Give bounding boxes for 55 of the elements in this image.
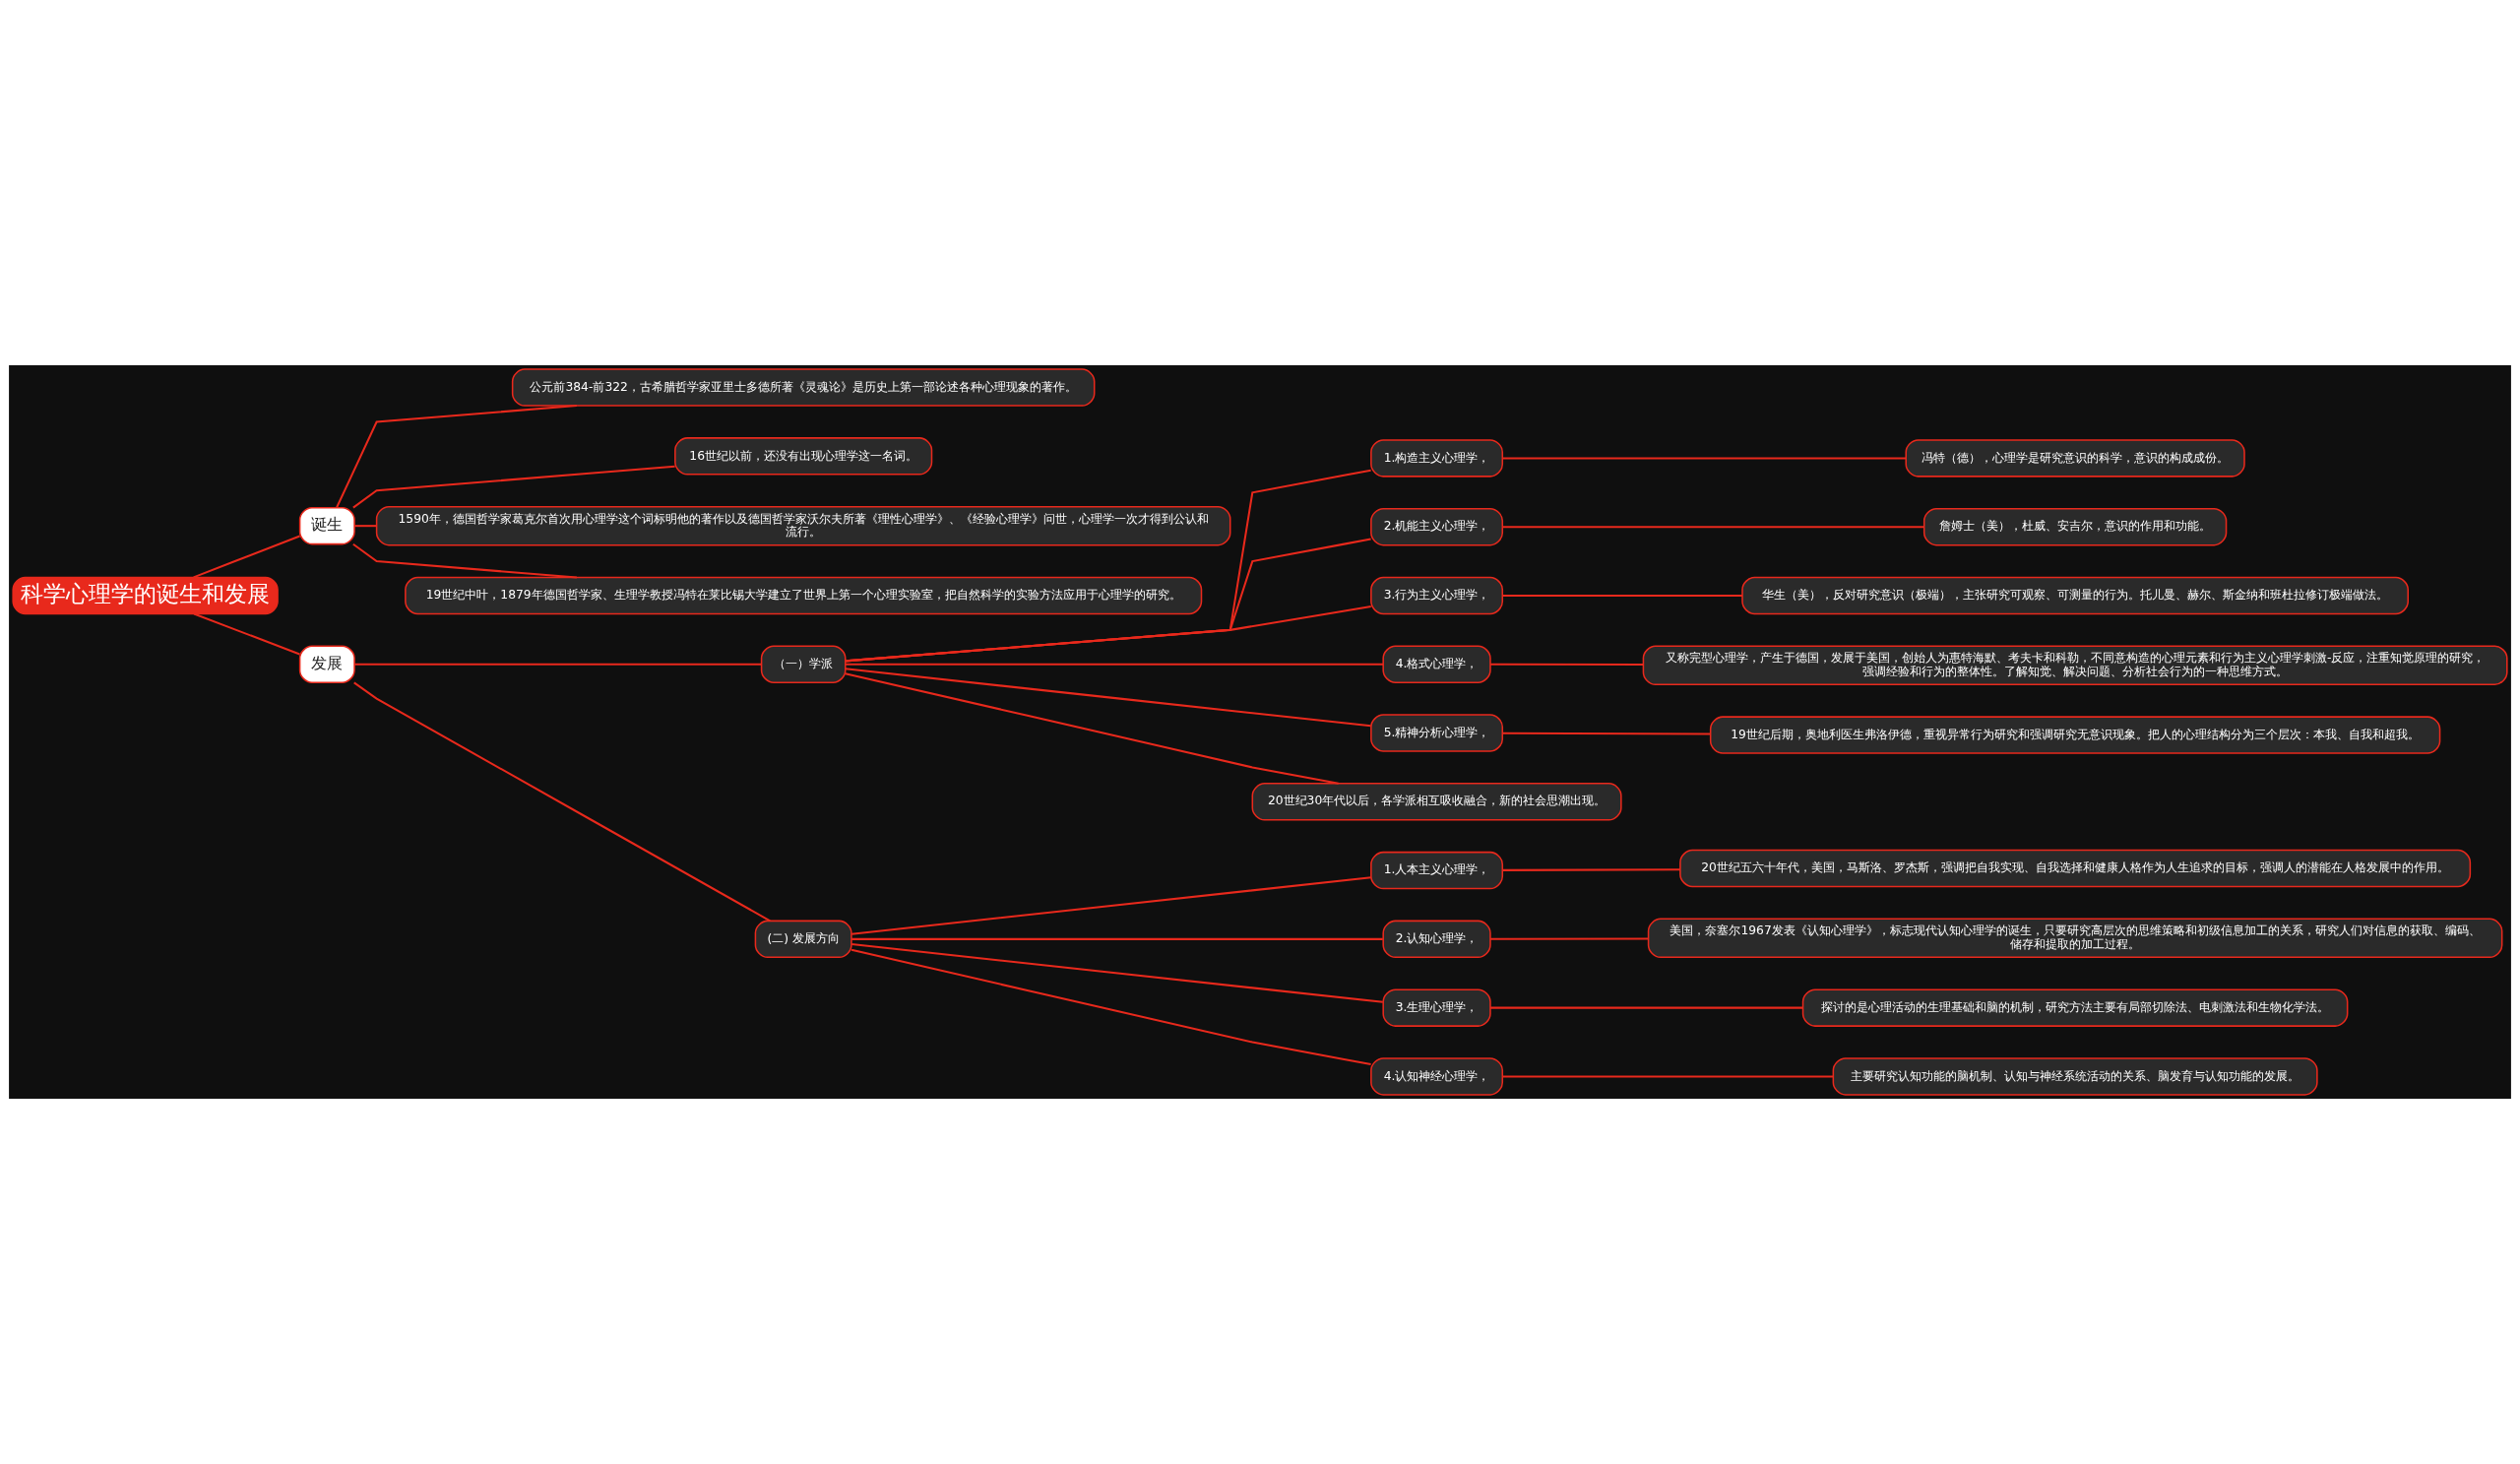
connector — [1502, 868, 1680, 871]
connector — [1490, 663, 1644, 667]
connector — [352, 465, 675, 509]
node-box: 又称完型心理学，产生于德国，发展于美国，创始人为惠特海默、考夫卡和科勒，不同意构造的心理元素和行为主义心理学刺激-反应，注重知觉原理的研究，强调经验和行为的整体性。了解知觉、解决问题、分析社会行为的一种思维方式。 — [1642, 645, 2508, 686]
connector — [851, 943, 1383, 1003]
node-box: 3.生理心理学， — [1382, 988, 1491, 1027]
connector — [851, 937, 1383, 940]
node-box: 1.人本主义心理学， — [1370, 851, 1504, 890]
node-box: 华生（美），反对研究意识（极端），主张研究可观察、可测量的行为。托儿曼、赫尔、斯金纳和班杜拉修订极端做法。 — [1741, 576, 2409, 615]
connector — [1502, 526, 1924, 529]
node-box: 19世纪后期，奥地利医生弗洛伊德，重视异常行为研究和强调研究无意识现象。把人的心理结构分为三个层次：本我、自我和超我。 — [1709, 716, 2441, 754]
connector — [845, 605, 1371, 663]
connector — [845, 538, 1371, 663]
node-box: 诞生 — [298, 506, 355, 545]
node-box: 1590年，德国哲学家葛克尔首次用心理学这个词标明他的著作以及德国哲学家沃尔夫所著《理性心理学》、《经验心理学》问世，心理学一次才得到公认和流行。 — [375, 505, 1231, 546]
connector — [1502, 457, 1907, 460]
node-box: 1.构造主义心理学， — [1370, 439, 1504, 477]
connector — [336, 405, 577, 508]
node-box: 20世纪30年代以后，各学派相互吸收融合，新的社会思潮出现。 — [1251, 783, 1622, 821]
connector — [193, 535, 300, 579]
connector — [845, 663, 1384, 666]
node-box: 探讨的是心理活动的生理基础和脑的机制，研究方法主要有局部切除法、电刺激法和生物化学法。 — [1801, 988, 2349, 1027]
node-box: （一）学派 — [760, 645, 847, 683]
connector — [851, 876, 1371, 935]
node-box: 公元前384-前322，古希腊哲学家亚里士多德所著《灵魂论》是历史上第一部论述各种心理现象的著作。 — [511, 368, 1096, 407]
node-box: 2.认知心理学， — [1382, 920, 1491, 959]
connector — [850, 948, 1371, 1066]
connector — [845, 469, 1371, 663]
connector — [193, 612, 300, 656]
connector — [353, 681, 771, 923]
connector — [1502, 1075, 1834, 1078]
node-box: 詹姆士（美），杜威、安吉尔，意识的作用和功能。 — [1922, 507, 2228, 546]
node-box: 3.行为主义心理学， — [1370, 576, 1504, 615]
node-box: (二) 发展方向 — [754, 920, 852, 959]
node-box: 4.格式心理学， — [1382, 645, 1491, 683]
node-box: 2.机能主义心理学， — [1370, 507, 1504, 546]
node-box: 5.精神分析心理学， — [1370, 714, 1504, 752]
connector — [1490, 1006, 1803, 1009]
connector — [1502, 732, 1711, 735]
node-box: 16世纪以前，还没有出现心理学这一名词。 — [674, 437, 933, 476]
connector — [1490, 937, 1649, 940]
connector — [354, 663, 762, 666]
node-box: 科学心理学的诞生和发展 — [12, 576, 279, 615]
node-box: 冯特（德），心理学是研究意识的科学，意识的构成成份。 — [1905, 439, 2245, 477]
connector — [845, 668, 1371, 728]
node-box: 主要研究认知功能的脑机制、认知与神经系统活动的关系、脑发育与认知功能的发展。 — [1832, 1057, 2318, 1096]
node-box: 4.认知神经心理学， — [1370, 1057, 1504, 1096]
node-box: 发展 — [298, 645, 355, 683]
connector — [1502, 594, 1742, 597]
node-box: 美国，奈塞尔1967发表《认知心理学》，标志现代认知心理学的诞生，只要研究高层次的思维策略和初级信息加工的关系，研究人们对信息的获取、编码、储存和提取的加工过程。 — [1647, 918, 2503, 959]
node-box: 19世纪中叶，1879年德国哲学家、生理学教授冯特在莱比锡大学建立了世界上第一个心理实验室，把自然科学的实验方法应用于心理学的研究。 — [405, 576, 1203, 615]
node-box: 20世纪五六十年代，美国，马斯洛、罗杰斯，强调把自我实现、自我选择和健康人格作为人生追求的目标，强调人的潜能在人格发展中的作用。 — [1679, 849, 2472, 888]
connector — [845, 672, 1339, 785]
connector — [352, 542, 577, 579]
connector — [354, 525, 377, 528]
